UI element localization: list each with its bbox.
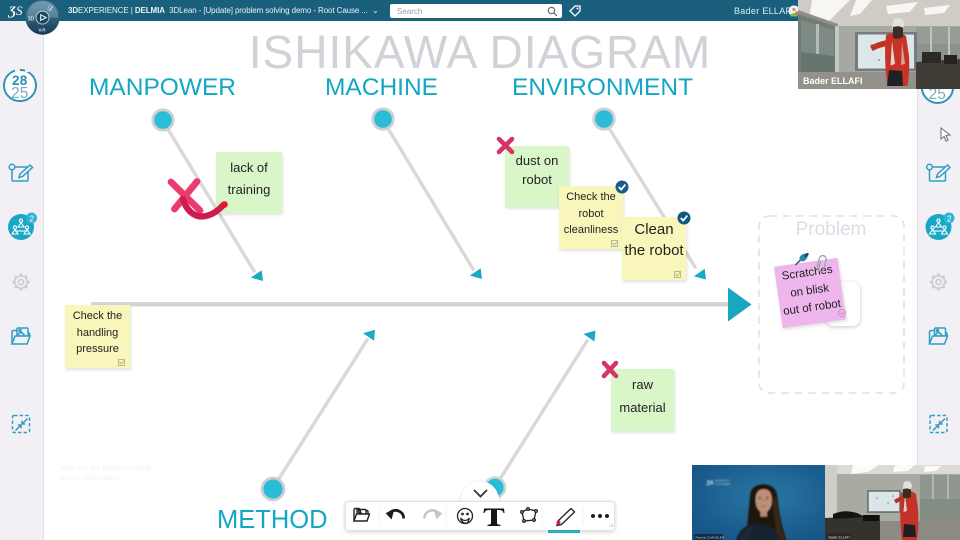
- svg-text:2: 2: [30, 215, 35, 224]
- svg-text:Ʒ: Ʒ: [8, 3, 16, 18]
- svg-text:3D: 3D: [28, 16, 35, 22]
- svg-text:Bader ELLAFI: Bader ELLAFI: [829, 536, 850, 540]
- svg-text:Bader ELLAFI: Bader ELLAFI: [803, 76, 863, 86]
- svg-text:SYSTEMES: SYSTEMES: [715, 482, 731, 486]
- svg-text:V.R: V.R: [38, 27, 46, 32]
- svg-text:DASSAULT: DASSAULT: [715, 479, 730, 483]
- svg-text:ƷS: ƷS: [705, 480, 713, 486]
- svg-text:Ryanne CHANDLER: Ryanne CHANDLER: [696, 536, 725, 540]
- svg-text:S: S: [16, 3, 23, 18]
